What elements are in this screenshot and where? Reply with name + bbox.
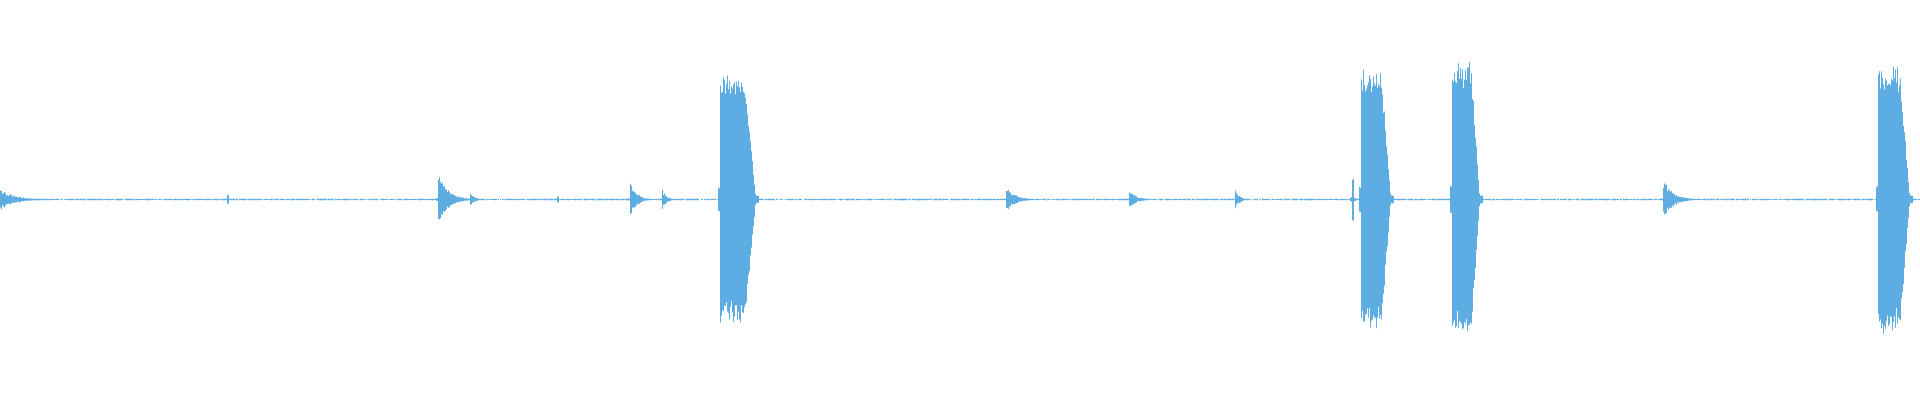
waveform-burst-10	[1235, 190, 1250, 209]
waveform-burst-6	[662, 188, 674, 210]
waveform-burst-13	[1452, 59, 1479, 341]
waveform-burst-9	[1129, 190, 1152, 209]
waveform-burst-1	[227, 195, 235, 205]
waveform-burst-12	[1361, 68, 1390, 330]
waveform-burst-8	[1006, 185, 1033, 214]
waveform-burst-7	[720, 72, 755, 328]
waveform-burst-5	[630, 179, 649, 221]
waveform-burst-11	[1352, 177, 1360, 222]
waveform-burst-4	[557, 196, 572, 202]
waveform-burst-0	[0, 188, 46, 210]
waveform-burst-3	[470, 190, 482, 209]
waveform-trace	[0, 62, 1920, 334]
waveform-burst-14	[1663, 179, 1694, 221]
waveform-signal	[0, 59, 1920, 341]
waveform-burst-15	[1878, 64, 1909, 336]
waveform-burst-2	[438, 171, 469, 229]
